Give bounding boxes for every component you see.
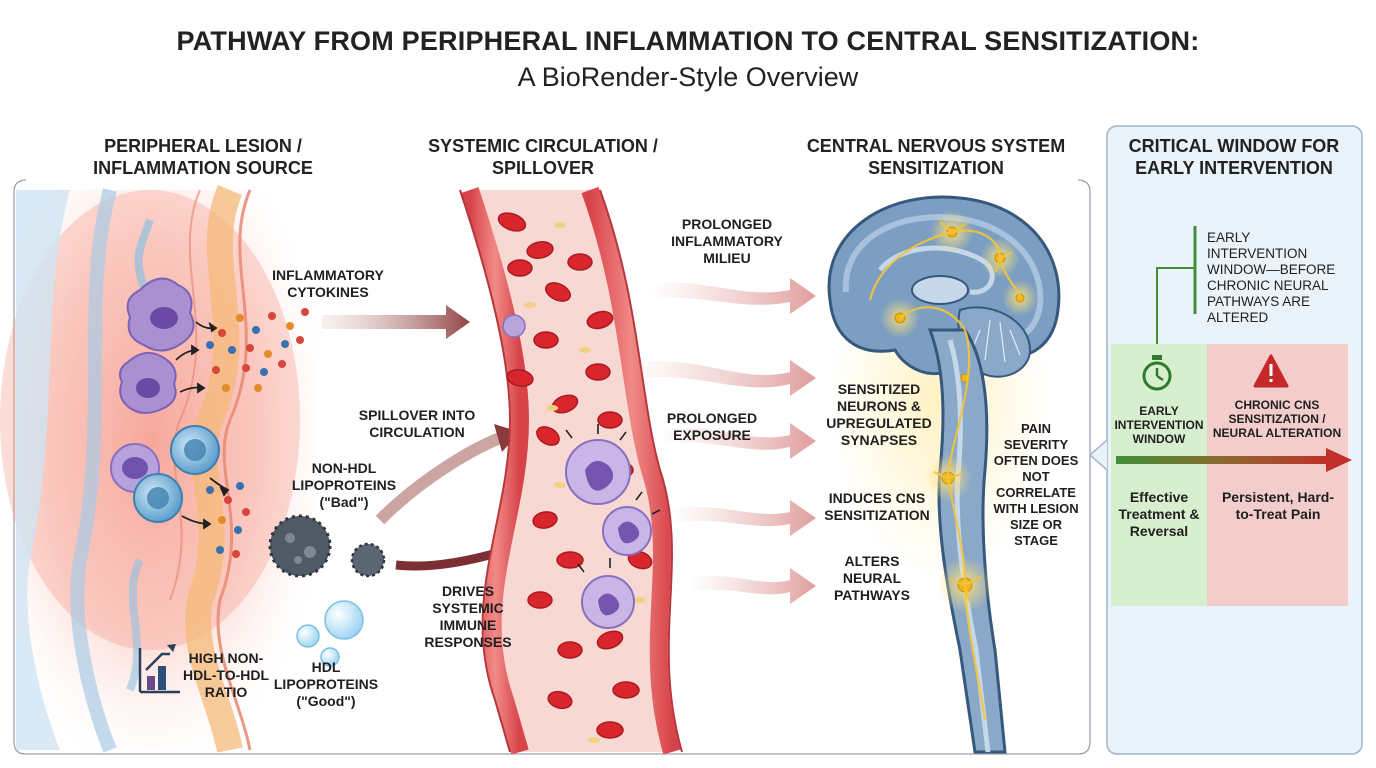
chronic-zone <box>1207 344 1348 606</box>
page-subtitle: A BioRender-Style Overview <box>517 62 859 92</box>
label-drives: DRIVES SYSTEMIC IMMUNE RESPONSES <box>424 583 512 650</box>
label-non-hdl: NON-HDL LIPOPROTEINS ("Bad") <box>291 460 397 510</box>
sensitized-neurons <box>868 210 1038 721</box>
section-title-peripheral: PERIPHERAL LESION / INFLAMMATION SOURCE <box>93 136 313 178</box>
activated-leukocytes <box>502 314 661 629</box>
label-sensitized: SENSITIZED NEURONS & UPREGULATED SYNAPSE… <box>826 381 932 448</box>
panel-pointer <box>1088 439 1108 471</box>
label-cytokines: INFLAMMATORY CYTOKINES <box>272 267 384 300</box>
platelets <box>524 222 646 743</box>
early-window-label: EARLY INTERVENTION WINDOW <box>1114 404 1204 446</box>
page-title: PATHWAY FROM PERIPHERAL INFLAMMATION TO … <box>176 26 1200 56</box>
red-blood-cells <box>497 212 653 739</box>
label-ratio: HIGH NON-HDL-TO-HDL RATIO <box>182 650 270 700</box>
label-exposure: PROLONGED EXPOSURE <box>666 410 758 443</box>
section-title-window: CRITICAL WINDOW FOR EARLY INTERVENTION <box>1128 136 1340 178</box>
main-frame <box>13 179 1091 755</box>
label-milieu: PROLONGED INFLAMMATORY MILIEU <box>671 216 783 266</box>
window-bracket <box>1156 267 1195 344</box>
cytokine-particles <box>206 308 309 558</box>
spillover-arrow <box>375 432 503 525</box>
label-pain-severity: PAIN SEVERITY OFTEN DOES NOT CORRELATE W… <box>993 421 1079 548</box>
label-induces: INDUCES CNS SENSITIZATION <box>824 490 930 523</box>
cell-arrows <box>175 321 230 530</box>
bar-chart-icon <box>138 644 180 694</box>
warning-icon <box>1253 354 1289 388</box>
timeline-arrow <box>1116 448 1352 472</box>
chronic-window-label: CHRONIC CNS SENSITIZATION / NEURAL ALTER… <box>1212 398 1342 440</box>
early-outcome: Effective Treatment & Reversal <box>1118 489 1200 539</box>
exposure-arrows <box>630 278 816 604</box>
label-hdl: HDL LIPOPROTEINS ("Good") <box>273 659 379 709</box>
non-hdl-particle <box>268 514 386 578</box>
section-title-cns: CENTRAL NERVOUS SYSTEM SENSITIZATION <box>806 136 1066 178</box>
hdl-particle <box>296 600 364 667</box>
stopwatch-icon <box>1142 355 1172 391</box>
early-zone <box>1111 344 1207 606</box>
cytokine-arrow <box>322 305 470 339</box>
label-alters: ALTERS NEURAL PATHWAYS <box>834 553 910 603</box>
label-spillover: SPILLOVER INTO CIRCULATION <box>358 407 476 440</box>
immune-cells <box>110 277 220 523</box>
peripheral-tissue <box>0 184 316 753</box>
window-note: EARLY INTERVENTION WINDOW—BEFORE CHRONIC… <box>1207 230 1336 325</box>
section-title-systemic: SYSTEMIC CIRCULATION / SPILLOVER <box>428 136 658 178</box>
chronic-outcome: Persistent, Hard-to-Treat Pain <box>1221 489 1335 522</box>
